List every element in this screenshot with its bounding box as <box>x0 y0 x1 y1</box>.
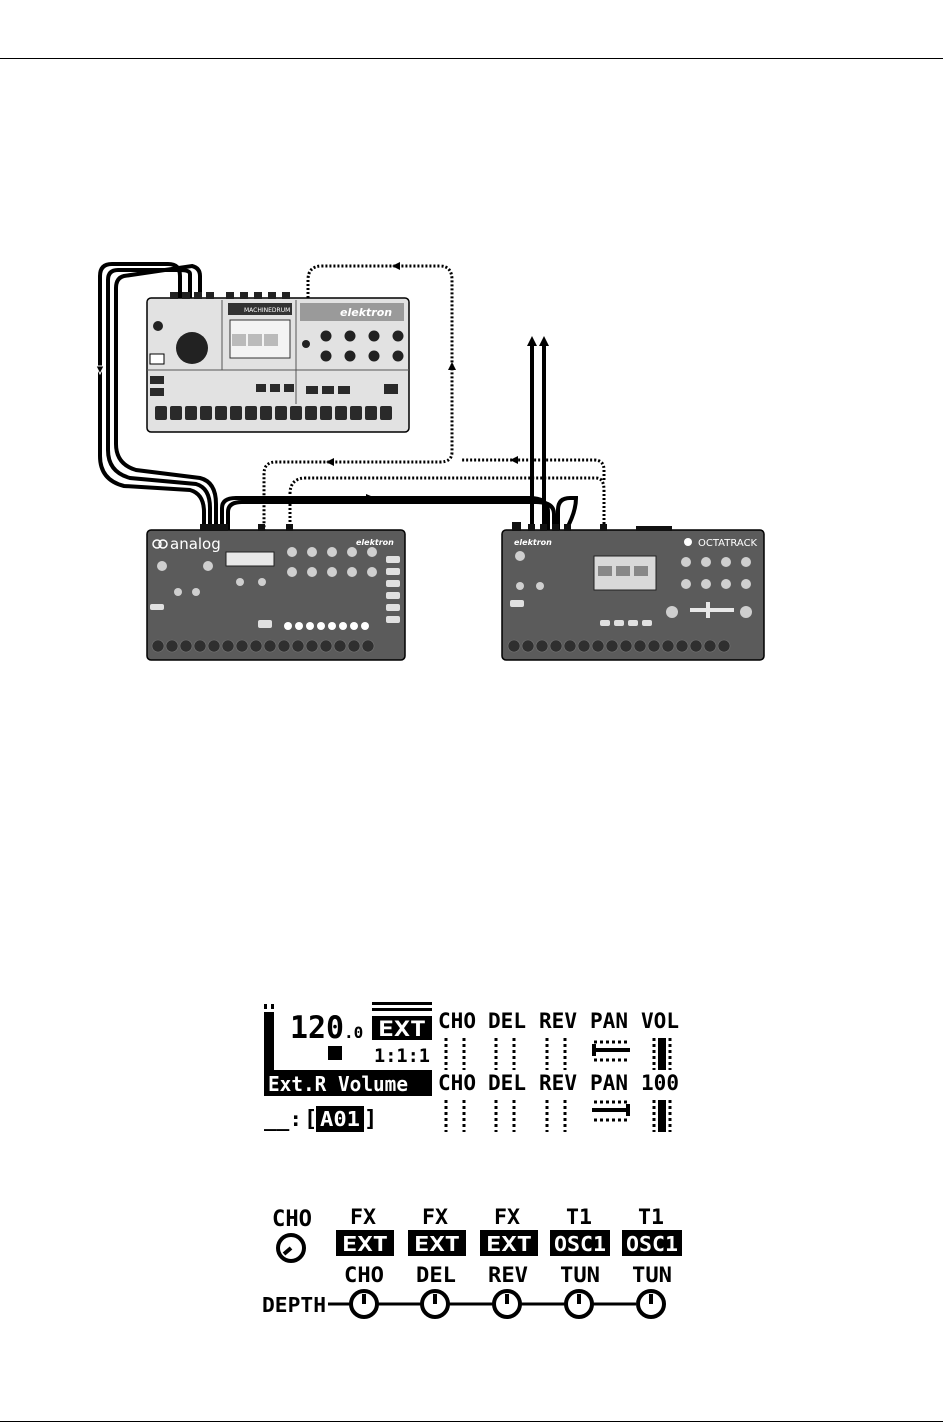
ot-knobs <box>515 551 752 618</box>
octatrack-device: elektron OCTATRACK <box>501 522 765 661</box>
vol-bar-top <box>658 1038 666 1070</box>
dest-target-4: OSC1 <box>554 1232 606 1256</box>
footer-rule <box>0 1421 943 1422</box>
midi-arrow-left-top <box>392 262 400 270</box>
dest-target-3: EXT <box>486 1232 532 1256</box>
dest-group-1: FX <box>350 1205 376 1229</box>
cable-arrow-down <box>95 365 105 376</box>
dest-group-3: FX <box>494 1205 520 1229</box>
analog-four-device: analog elektron <box>146 524 406 661</box>
dest-param-2: DEL <box>416 1263 456 1287</box>
parameter-name: Ext.R Volume <box>268 1072 408 1096</box>
tempo-value: 120 <box>290 1010 344 1046</box>
dest-param-4: TUN <box>560 1263 600 1287</box>
mixer-screen: 120 .0 EXT 1:1:1 Ext.R Volume __: [ A01 … <box>258 998 688 1138</box>
song-position: 1:1:1 <box>374 1045 430 1067</box>
machinedrum-device: MACHINEDRUM elektron <box>146 292 410 433</box>
main-out-arrow-2 <box>539 336 549 346</box>
a4-trig-keys <box>151 639 375 653</box>
col-header-cho-bottom: CHO <box>438 1071 476 1095</box>
cable-arrow-right <box>366 494 376 502</box>
main-out-cables <box>530 346 579 531</box>
ot-trig-keys <box>507 639 731 653</box>
col-header-pan-bottom: PAN <box>590 1071 628 1095</box>
md-top-jacks <box>170 292 290 299</box>
col-header-vol-top: VOL <box>641 1009 679 1033</box>
send-meters-top <box>444 1038 672 1070</box>
col-header-cho-top: CHO <box>438 1009 476 1033</box>
col-header-del-bottom: DEL <box>488 1071 526 1095</box>
param-knob-icon <box>276 1233 306 1263</box>
dest-knob-1 <box>349 1289 379 1319</box>
dest-target-5: OSC1 <box>626 1232 678 1256</box>
pattern-bracket-close: ] <box>364 1107 377 1132</box>
a4-white-pads <box>284 622 369 630</box>
dest-group-2: FX <box>422 1205 448 1229</box>
dest-knob-2 <box>420 1289 450 1319</box>
ot-display <box>593 555 657 591</box>
dest-knob-5 <box>636 1289 666 1319</box>
md-knobs <box>302 330 404 362</box>
a4-brand-logo: analog <box>170 535 221 553</box>
md-brand-logo: elektron <box>340 306 392 319</box>
level-meter <box>264 1012 274 1070</box>
md-trig-keys <box>155 406 392 420</box>
a4-knobs <box>157 547 377 596</box>
pan-bar-top <box>592 1048 630 1052</box>
dest-group-4: T1 <box>566 1205 592 1229</box>
dest-knob-3 <box>492 1289 522 1319</box>
a4-top-jacks <box>200 524 293 531</box>
dest-target-2: EXT <box>414 1232 460 1256</box>
volume-value: 100 <box>641 1071 679 1095</box>
ot-crossfader <box>690 602 734 618</box>
stop-indicator <box>328 1046 342 1060</box>
dest-param-1: CHO <box>344 1263 384 1287</box>
main-out-arrow-1 <box>527 336 537 346</box>
ot-elektron-logo: elektron <box>514 538 552 547</box>
midi-arrow-up <box>448 362 456 370</box>
header-rule <box>0 58 943 59</box>
depth-label: DEPTH <box>262 1293 326 1317</box>
dest-param-3: REV <box>488 1263 528 1287</box>
pan-bar-bottom <box>592 1108 630 1112</box>
midi-arrow-left-right <box>510 456 518 464</box>
col-header-pan-top: PAN <box>590 1009 628 1033</box>
lfo-screen: CHO DEPTH FX EXT CHO FX EXT DEL FX EXT R… <box>258 1196 688 1326</box>
vol-bar-bottom <box>658 1100 666 1132</box>
dest-target-1: EXT <box>342 1232 388 1256</box>
col-header-rev-top: REV <box>539 1009 577 1033</box>
param-label: CHO <box>272 1207 312 1232</box>
pattern-prefix: __: <box>264 1107 302 1131</box>
ot-buttons <box>510 600 652 626</box>
connection-diagram: MACHINEDRUM elektron <box>95 262 765 661</box>
ot-model-label: OCTATRACK <box>698 538 758 549</box>
md-mid-buttons <box>150 376 398 396</box>
a4-display <box>225 551 275 567</box>
a4-elektron-logo: elektron <box>356 538 394 547</box>
dest-knob-4 <box>564 1289 594 1319</box>
md-data-knob <box>176 332 208 364</box>
sync-mode: EXT <box>378 1017 426 1041</box>
dest-group-5: T1 <box>638 1205 664 1229</box>
dest-param-5: TUN <box>632 1263 672 1287</box>
pattern-bracket-open: [ <box>304 1107 317 1132</box>
pattern-name: A01 <box>320 1107 360 1131</box>
col-header-rev-bottom: REV <box>539 1071 577 1095</box>
ot-top-jacks <box>512 522 672 531</box>
md-display <box>229 319 291 359</box>
col-header-del-top: DEL <box>488 1009 526 1033</box>
midi-arrow-left-mid <box>326 458 334 466</box>
audio-cables-a4-to-ot <box>220 496 556 530</box>
send-meters-bottom <box>444 1100 672 1132</box>
md-model-label: MACHINEDRUM <box>244 307 290 314</box>
tempo-decimal: .0 <box>344 1023 363 1042</box>
a4-side-buttons <box>150 556 400 628</box>
